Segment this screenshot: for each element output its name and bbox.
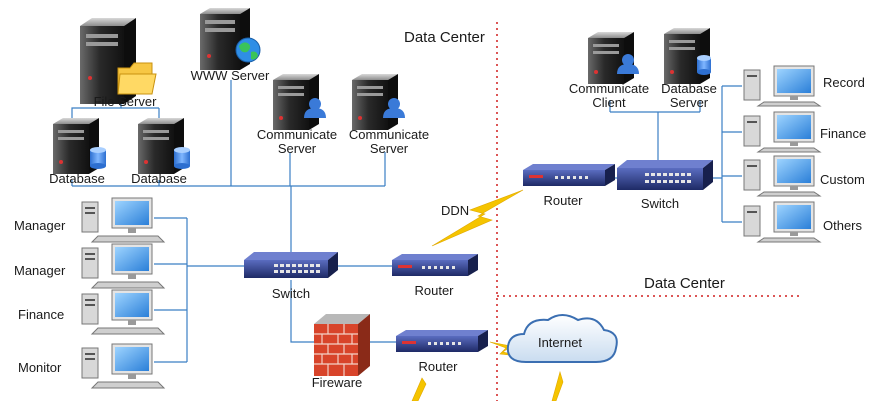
workstation-label: Monitor [18, 360, 62, 375]
folder-icon [117, 62, 157, 95]
firewall-icon [314, 314, 370, 376]
user-icon [304, 98, 326, 118]
ddn-lightning [431, 189, 524, 247]
www-server-label: WWW Server [190, 68, 270, 83]
workstation-label: Others [823, 218, 863, 233]
internet-lightning-bottom [411, 341, 564, 401]
workstation-label: Finance [820, 126, 867, 141]
database-2-label: Database [131, 171, 187, 186]
ddn-label: DDN [441, 203, 470, 218]
zone-divider-lines [496, 22, 800, 401]
router-right-device [523, 164, 615, 186]
switch-main-label: Switch [271, 286, 311, 301]
router-right-label: Router [543, 193, 583, 208]
database-icon [174, 147, 190, 169]
comm-server-2-label: Communicate Server [348, 127, 430, 156]
workstation-monitor [81, 343, 166, 389]
database-1-tower [53, 118, 99, 174]
router-main-label: Router [414, 283, 454, 298]
comm-server-1-label: Communicate Server [256, 127, 338, 156]
network-links [71, 80, 742, 363]
workstation-label: Record [823, 75, 865, 90]
workstation-finance-right [743, 111, 822, 153]
zone-label-top: Data Center [404, 29, 485, 46]
router-main-device [392, 254, 478, 276]
file-server-label: File Server [93, 94, 157, 109]
database-1-label: Database [49, 171, 105, 186]
workstation-manager-2 [81, 243, 166, 289]
router-bottom-label: Router [418, 359, 458, 374]
user-icon [383, 98, 405, 118]
internet-cloud-icon [506, 314, 618, 363]
workstation-record [743, 65, 822, 107]
workstation-custom [743, 155, 822, 197]
switch-right-label: Switch [640, 196, 680, 211]
switch-main-device [244, 252, 338, 278]
internet-label: Internet [537, 335, 583, 350]
zone-label-bottom-right: Data Center [644, 275, 725, 292]
comm-client-label: Communicate Client [568, 81, 650, 110]
database-icon [697, 55, 711, 75]
firewall-label: Fireware [311, 375, 363, 390]
workstation-label: Custom [820, 172, 865, 187]
router-bottom-device [396, 330, 488, 352]
workstation-label: Manager [14, 218, 66, 233]
workstation-label: Manager [14, 263, 66, 278]
workstation-others [743, 201, 822, 243]
workstation-label: Finance [18, 307, 65, 322]
database-icon [90, 147, 106, 169]
workstation-finance [81, 289, 166, 335]
user-icon [617, 54, 639, 74]
www-server-tower [200, 8, 250, 70]
switch-right-device [617, 160, 713, 190]
database-server-label: Database Server [661, 81, 717, 110]
globe-icon [235, 37, 261, 63]
workstation-manager-1 [81, 197, 166, 243]
